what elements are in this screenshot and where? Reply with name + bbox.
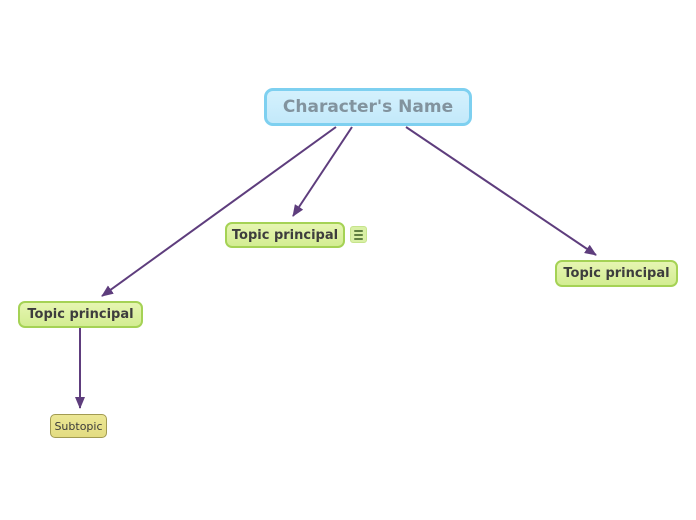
- node-label: Character's Name: [282, 96, 454, 117]
- root-node[interactable]: Character's Name: [264, 88, 472, 126]
- edge-root-to-topic-right: [405, 126, 597, 256]
- topic-main-node[interactable]: Topic principal: [225, 222, 345, 248]
- node-label: Topic principal: [563, 266, 670, 281]
- node-label: Topic principal: [231, 227, 339, 243]
- topic-right-node[interactable]: Topic principal: [555, 260, 678, 287]
- edge-root-to-topic-main: [292, 126, 353, 217]
- node-label: Topic principal: [27, 307, 134, 322]
- topic-left-node[interactable]: Topic principal: [18, 301, 143, 328]
- notes-icon[interactable]: [350, 226, 367, 243]
- node-label: Subtopic: [54, 419, 103, 433]
- subtopic-node[interactable]: Subtopic: [50, 414, 107, 438]
- edge-root-to-topic-left: [101, 126, 337, 297]
